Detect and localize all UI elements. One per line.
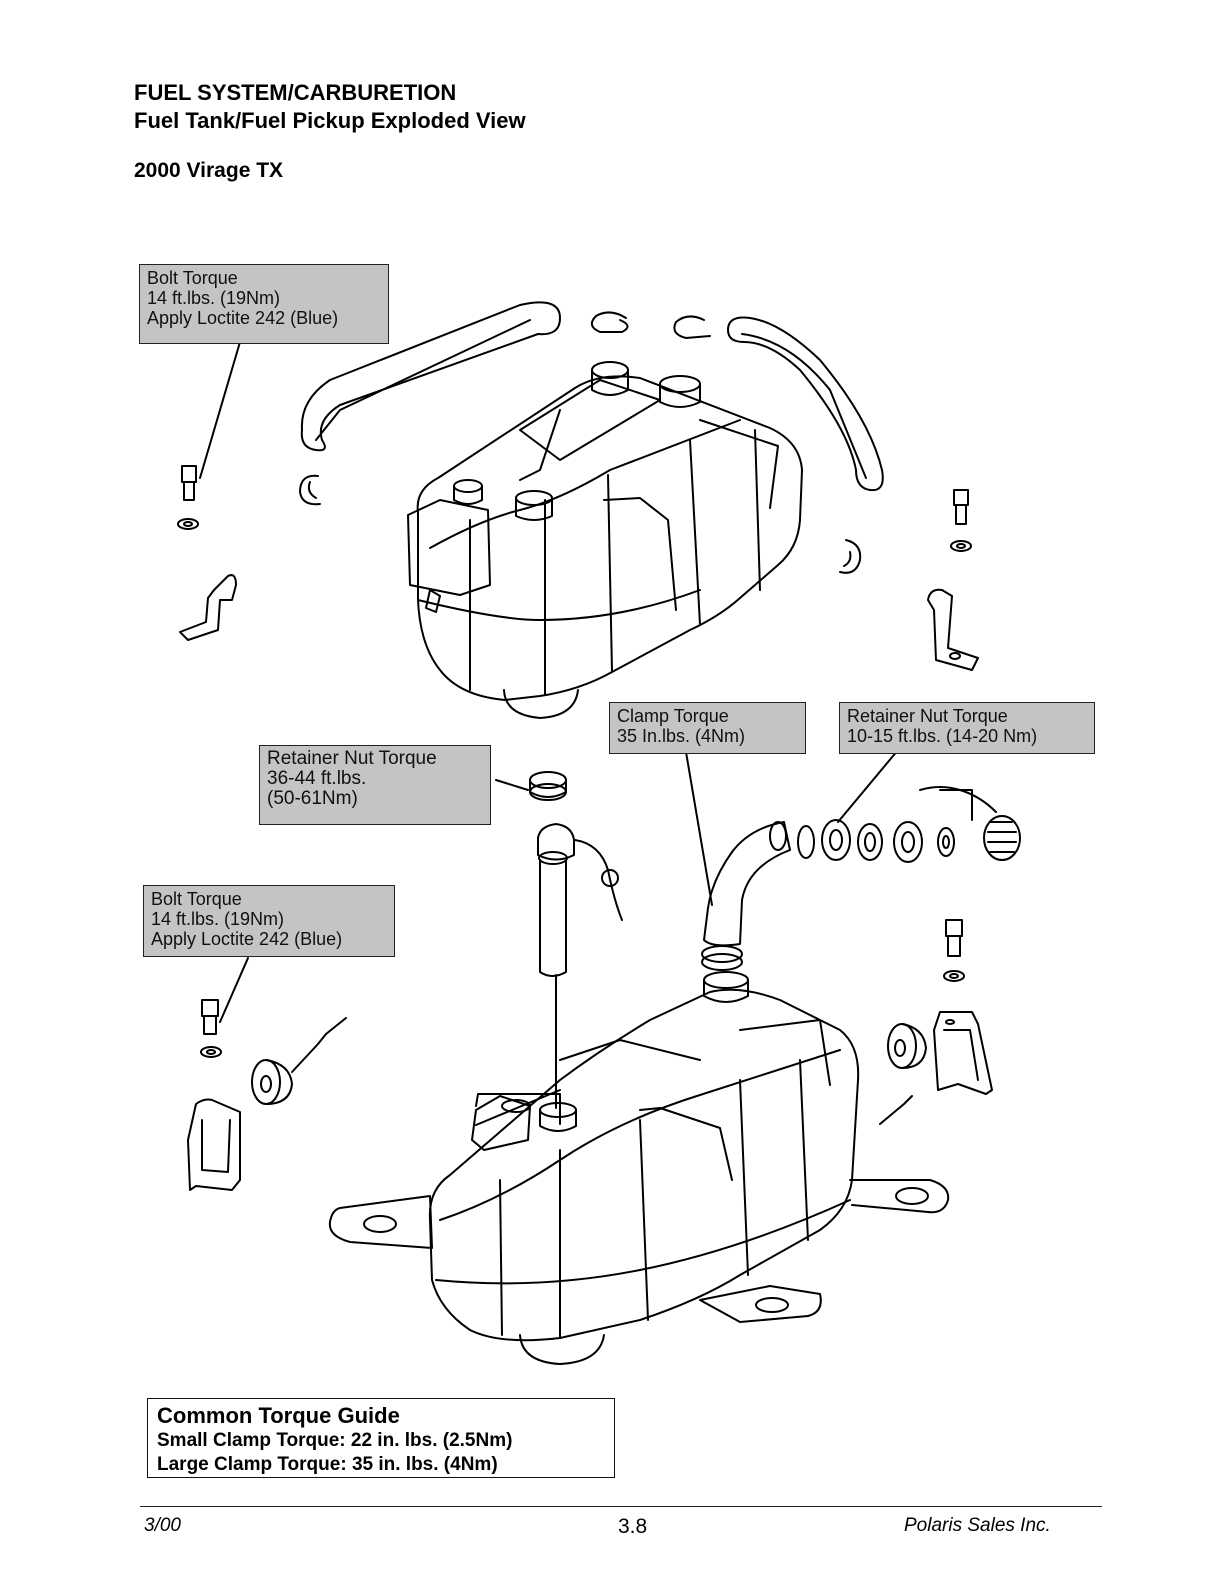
- upper-tank-straps: [302, 302, 883, 490]
- callout-note: Apply Loctite 242 (Blue): [151, 929, 343, 949]
- footer-divider: [140, 1506, 1102, 1507]
- lower-tank-necks: [540, 972, 748, 1131]
- page-number: 3.8: [618, 1515, 648, 1538]
- lower-tank-flanges: [330, 1094, 948, 1322]
- retainer-nut-ring: [530, 772, 566, 800]
- upper-tank-necks: [426, 362, 700, 612]
- lower-fuel-tank: [430, 990, 858, 1364]
- bolt-torque-callout-top: Bolt Torque 14 ft.lbs. (19Nm) Apply Loct…: [139, 264, 389, 344]
- upper-brackets: [180, 575, 978, 670]
- section-heading: FUEL SYSTEM/CARBURETION: [134, 80, 457, 105]
- callout-value: 35 In.lbs. (4Nm): [617, 726, 746, 746]
- spring-clips: [300, 312, 860, 572]
- callout-value: 36-44 ft.lbs.: [267, 768, 367, 789]
- callout-value-metric: (50-61Nm): [267, 788, 358, 809]
- upper-fuel-tank: [408, 376, 802, 718]
- callout-title: Retainer Nut Torque: [847, 706, 1008, 726]
- filler-cap-assembly: [798, 787, 1020, 862]
- leader-lines: [200, 342, 898, 1108]
- callout-value: 14 ft.lbs. (19Nm): [147, 288, 281, 308]
- rubber-grommets: [252, 1018, 926, 1124]
- torque-guide-title: Common Torque Guide: [157, 1403, 400, 1428]
- filler-hose: [702, 822, 790, 970]
- footer-company: Polaris Sales Inc.: [904, 1515, 1051, 1536]
- callout-title: Clamp Torque: [617, 706, 729, 726]
- common-torque-guide: Common Torque Guide Small Clamp Torque: …: [147, 1398, 615, 1478]
- callout-value: 10-15 ft.lbs. (14-20 Nm): [847, 726, 1038, 746]
- footer-date: 3/00: [144, 1515, 181, 1536]
- retainer-nut-torque-callout-right: Retainer Nut Torque 10-15 ft.lbs. (14-20…: [839, 702, 1095, 754]
- callout-title: Retainer Nut Torque: [267, 748, 437, 769]
- small-clamp-torque: Small Clamp Torque: 22 in. lbs. (2.5Nm): [157, 1430, 513, 1451]
- callout-value: 14 ft.lbs. (19Nm): [151, 909, 285, 929]
- callout-note: Apply Loctite 242 (Blue): [147, 308, 339, 328]
- clamp-torque-callout: Clamp Torque 35 In.lbs. (4Nm): [609, 702, 806, 754]
- lower-bolts: [201, 920, 964, 1057]
- retainer-nut-torque-callout-left: Retainer Nut Torque 36-44 ft.lbs. (50-61…: [259, 745, 491, 825]
- bolt-torque-callout-bottom: Bolt Torque 14 ft.lbs. (19Nm) Apply Loct…: [143, 885, 395, 957]
- upper-bolts: [178, 466, 971, 551]
- model-heading: 2000 Virage TX: [134, 159, 284, 182]
- page-title: Fuel Tank/Fuel Pickup Exploded View: [134, 108, 526, 133]
- large-clamp-torque: Large Clamp Torque: 35 in. lbs. (4Nm): [157, 1454, 498, 1475]
- callout-title: Bolt Torque: [151, 889, 242, 909]
- callout-title: Bolt Torque: [147, 268, 238, 288]
- fuel-pickup-assembly: [538, 824, 622, 976]
- lower-brackets: [188, 1012, 992, 1190]
